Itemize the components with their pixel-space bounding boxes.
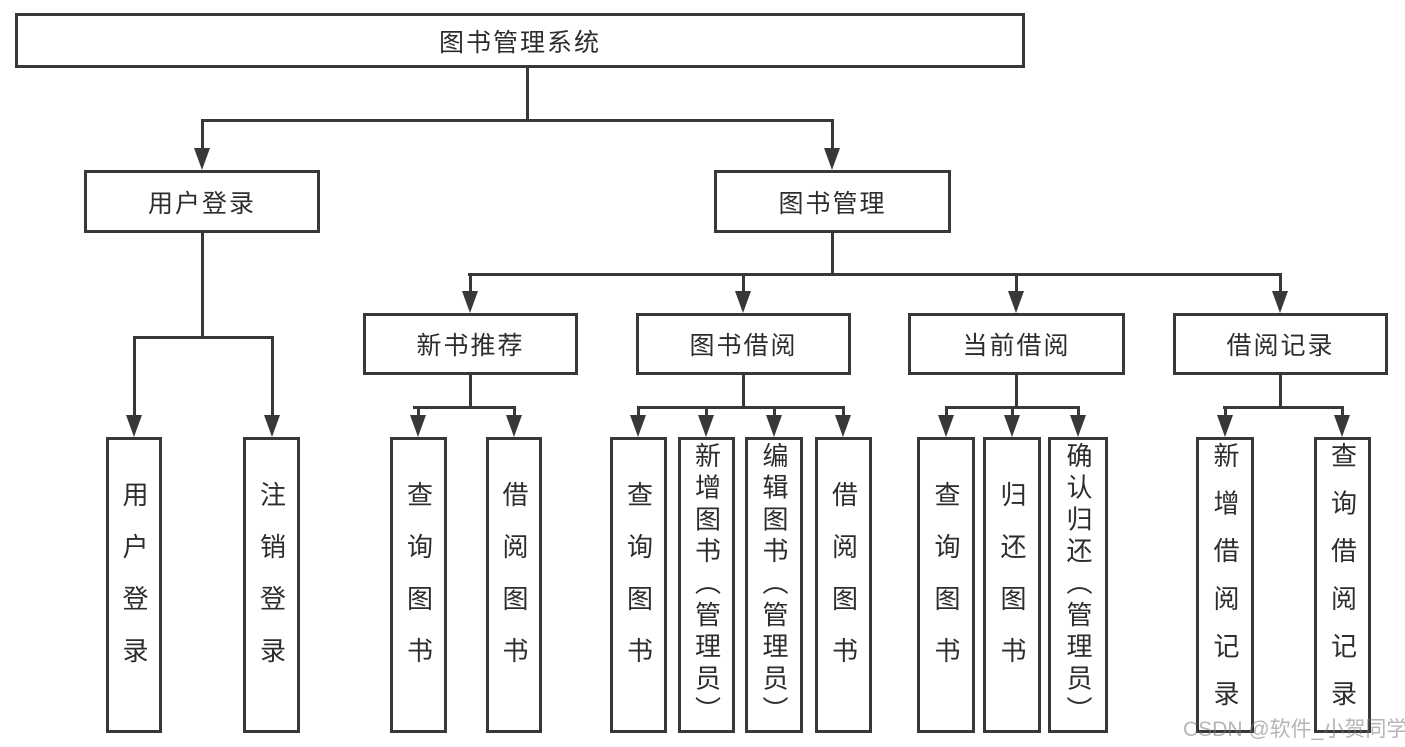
connector-line [831, 233, 834, 276]
node-borrow-add-books-admin: 新增图书（管理员） [678, 437, 735, 733]
node-label: 注销登录 [256, 481, 287, 689]
node-label: 图书管理系统 [438, 28, 601, 57]
connector-line [637, 406, 845, 409]
arrow-down-icon [1004, 415, 1020, 437]
arrow-down-icon [506, 415, 522, 437]
connector-line [469, 375, 472, 409]
arrow-down-icon [194, 148, 210, 170]
connector-line [1341, 406, 1344, 416]
connector-line [526, 68, 529, 122]
connector-line [842, 406, 845, 416]
connector-line [1011, 406, 1014, 416]
node-borrow-records: 借阅记录 [1173, 313, 1388, 375]
node-user-login: 用户登录 [84, 170, 320, 233]
connector-line [1279, 273, 1282, 293]
node-borrow-query-books: 查询图书 [610, 437, 667, 733]
node-label: 用户登录 [119, 481, 149, 689]
connector-line [945, 406, 948, 416]
connector-line [417, 406, 420, 416]
watermark: CSDN @软件_小贺同学 [1183, 718, 1405, 741]
arrow-down-icon [938, 415, 954, 437]
arrow-down-icon [1070, 415, 1086, 437]
node-new-book-recommend: 新书推荐 [363, 313, 578, 375]
arrow-down-icon [1008, 291, 1024, 313]
connector-line [1224, 406, 1227, 416]
node-library-system: 图书管理系统 [15, 13, 1025, 68]
node-label: 图书管理 [778, 189, 887, 218]
node-label: 查询借阅记录 [1327, 442, 1358, 728]
node-label: 确认归还（管理员） [1063, 442, 1093, 728]
arrow-down-icon [462, 291, 478, 313]
connector-line [468, 273, 1282, 276]
connector-line [201, 119, 834, 122]
connector-line [413, 406, 516, 409]
connector-line [1223, 406, 1343, 409]
connector-line [831, 119, 834, 150]
arrow-down-icon [766, 415, 782, 437]
node-label: 当前借阅 [962, 332, 1071, 360]
node-label: 查询图书 [623, 481, 654, 689]
node-user-login-leaf: 用户登录 [106, 437, 162, 733]
node-label: 借阅图书 [828, 481, 859, 689]
arrow-down-icon [698, 415, 714, 437]
connector-line [773, 406, 776, 416]
node-label: 借阅记录 [1226, 332, 1335, 360]
connector-line [201, 119, 204, 150]
arrow-down-icon [126, 415, 142, 437]
connector-line [1015, 375, 1018, 409]
node-borrow-borrow-books: 借阅图书 [815, 437, 872, 733]
connector-line [637, 406, 640, 416]
node-borrow-edit-books-admin: 编辑图书（管理员） [745, 437, 803, 733]
connector-line [271, 336, 274, 417]
node-current-confirm-return-admin: 确认归还（管理员） [1048, 437, 1108, 733]
node-book-management: 图书管理 [714, 170, 951, 233]
arrow-down-icon [410, 415, 426, 437]
node-label: 查询图书 [931, 481, 961, 689]
node-label: 新增图书（管理员） [691, 442, 722, 728]
node-newrec-borrow-books: 借阅图书 [486, 437, 542, 733]
node-label: 图书借阅 [689, 332, 798, 360]
node-label: 归还图书 [997, 481, 1027, 689]
arrow-down-icon [1334, 415, 1350, 437]
connector-line [133, 336, 274, 339]
node-label: 编辑图书（管理员） [759, 442, 789, 728]
connector-line [742, 375, 745, 409]
node-current-query-books: 查询图书 [917, 437, 975, 733]
connector-line [469, 273, 472, 293]
arrow-down-icon [735, 291, 751, 313]
node-current-borrow: 当前借阅 [908, 313, 1125, 375]
node-current-return-books: 归还图书 [983, 437, 1041, 733]
connector-line [133, 336, 136, 417]
node-label: 新书推荐 [416, 332, 525, 360]
node-records-query-record: 查询借阅记录 [1314, 437, 1371, 733]
node-book-borrow: 图书借阅 [636, 313, 851, 375]
connector-line [1279, 375, 1282, 409]
node-label: 用户登录 [147, 189, 256, 218]
arrow-down-icon [264, 415, 280, 437]
node-label: 借阅图书 [499, 481, 529, 689]
node-label: 查询图书 [403, 481, 434, 689]
arrow-down-icon [1217, 415, 1233, 437]
connector-line [1015, 273, 1018, 293]
arrow-down-icon [835, 415, 851, 437]
arrow-down-icon [824, 148, 840, 170]
arrow-down-icon [1272, 291, 1288, 313]
node-records-add-record: 新增借阅记录 [1196, 437, 1254, 733]
node-newrec-query-books: 查询图书 [390, 437, 447, 733]
connector-line [705, 406, 708, 416]
connector-line [513, 406, 516, 416]
connector-line [201, 233, 204, 337]
arrow-down-icon [630, 415, 646, 437]
node-logout: 注销登录 [243, 437, 300, 733]
connector-line [742, 273, 745, 293]
connector-line [1077, 406, 1080, 416]
node-label: 新增借阅记录 [1210, 442, 1240, 728]
